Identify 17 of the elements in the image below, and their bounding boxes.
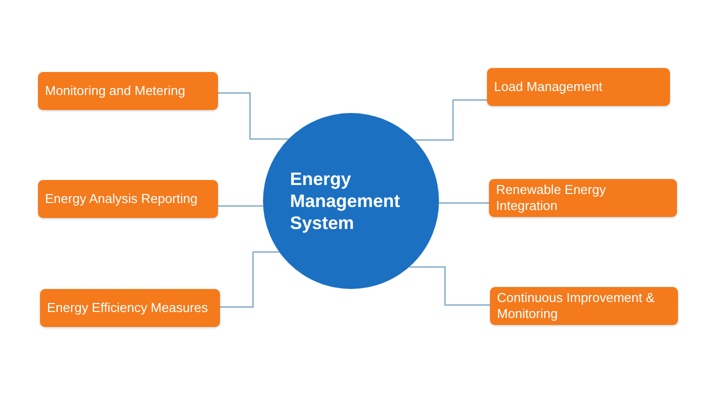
topic-label: Energy Analysis Reporting <box>45 191 198 207</box>
topic-box <box>489 179 677 217</box>
topic-box <box>490 287 678 325</box>
topic-label: Continuous Improvement & Monitoring <box>497 290 656 322</box>
topic-box <box>38 72 218 110</box>
connector-line <box>409 266 490 306</box>
topic-label: Energy Efficiency Measures <box>47 300 208 316</box>
connector-line <box>438 202 489 204</box>
topic-label: Monitoring and Metering <box>45 83 186 99</box>
topic-box <box>487 68 670 106</box>
topic-box <box>38 180 218 218</box>
hub-title: Energy Management System <box>290 168 402 234</box>
topic-box <box>40 289 220 327</box>
topic-label: Renewable Energy Integration <box>496 182 607 214</box>
connector-line <box>220 251 280 308</box>
connector-line <box>218 205 264 207</box>
topic-label: Load Management <box>494 79 602 95</box>
